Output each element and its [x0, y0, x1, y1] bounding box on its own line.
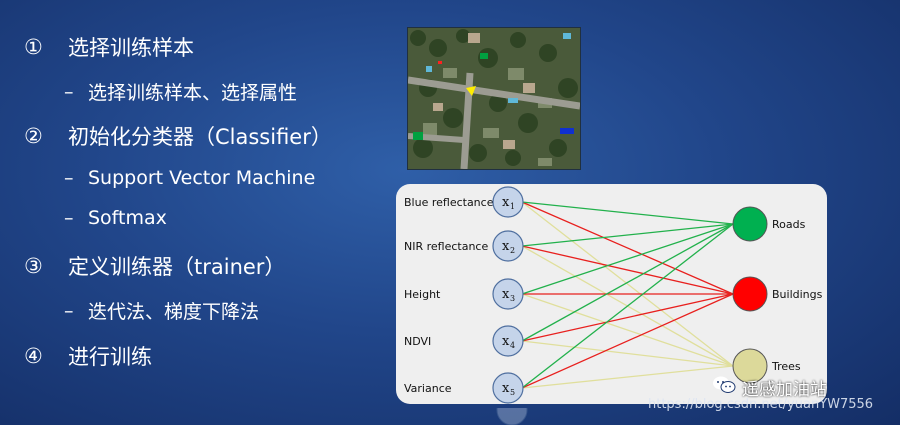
- edge-5-trees: [521, 365, 734, 389]
- output-node-roads: [732, 206, 768, 242]
- edge-4-buildings: [521, 293, 734, 342]
- aerial-image-graphic: [408, 28, 580, 169]
- edge-3-trees: [521, 293, 734, 367]
- step-number: ①: [24, 35, 43, 59]
- input-node: [492, 325, 524, 357]
- input-node: [492, 186, 524, 218]
- edge-2-buildings: [521, 245, 734, 295]
- detail-text: Support Vector Machine: [88, 167, 316, 189]
- dash: –: [64, 167, 74, 189]
- detail-text: 选择训练样本、选择属性: [88, 82, 298, 104]
- step-text: 进行训练: [68, 345, 152, 369]
- dash: –: [64, 207, 74, 229]
- step-3-detail: – 迭代法、梯度下降法: [64, 297, 259, 324]
- step-2: ② 初始化分类器（Classifier）: [24, 121, 332, 151]
- aerial-image: [407, 27, 581, 170]
- wechat-icon: [712, 375, 736, 400]
- step-2-detail-a: – Support Vector Machine: [64, 167, 315, 189]
- input-node-var: x: [502, 287, 510, 302]
- detail-text: Softmax: [88, 207, 167, 229]
- input-node: [492, 278, 524, 310]
- input-node-subscript: 5: [510, 388, 515, 397]
- output-node-trees: [732, 348, 768, 384]
- output-label: Roads: [772, 218, 806, 231]
- step-1: ① 选择训练样本: [24, 32, 194, 62]
- input-node-var: x: [502, 195, 510, 210]
- step-text: 选择训练样本: [68, 36, 194, 60]
- dash: –: [64, 80, 74, 103]
- step-text: 定义训练器（trainer）: [68, 255, 286, 279]
- output-label: Trees: [771, 360, 801, 373]
- input-node-subscript: 1: [510, 202, 515, 211]
- edge-5-buildings: [521, 293, 734, 389]
- edge-1-roads: [521, 201, 734, 225]
- input-label: NDVI: [404, 335, 431, 348]
- step-1-detail: – 选择训练样本、选择属性: [64, 78, 297, 105]
- input-node-subscript: 3: [510, 294, 515, 303]
- step-text: 初始化分类器（Classifier）: [68, 125, 332, 149]
- watermark-logo: 遥感加油站: [712, 375, 827, 400]
- edge-2-roads: [521, 223, 734, 247]
- input-label: Variance: [404, 382, 452, 395]
- detail-text: 迭代法、梯度下降法: [88, 301, 260, 323]
- edge-1-trees: [521, 201, 734, 367]
- watermark-logo-text: 遥感加油站: [742, 380, 827, 400]
- edges: [521, 201, 734, 389]
- input-node: [492, 230, 524, 262]
- edge-3-roads: [521, 223, 734, 295]
- edge-4-trees: [521, 340, 734, 367]
- step-number: ④: [24, 344, 43, 368]
- input-node-var: x: [502, 334, 510, 349]
- input-label: NIR reflectance: [404, 240, 488, 253]
- step-3: ③ 定义训练器（trainer）: [24, 251, 285, 281]
- input-node-subscript: 2: [510, 246, 515, 255]
- step-2-detail-b: – Softmax: [64, 207, 167, 229]
- output-node-buildings: [732, 276, 768, 312]
- input-node-var: x: [502, 239, 510, 254]
- dash: –: [64, 299, 74, 322]
- input-label: Blue reflectance: [404, 196, 494, 209]
- input-node: [492, 372, 524, 404]
- input-node-var: x: [502, 381, 510, 396]
- input-label: Height: [404, 288, 441, 301]
- node-reflection: [492, 408, 532, 425]
- step-4: ④ 进行训练: [24, 341, 152, 371]
- input-node-subscript: 4: [510, 341, 515, 350]
- edge-4-roads: [521, 223, 734, 342]
- edge-5-roads: [521, 223, 734, 389]
- output-label: Buildings: [772, 288, 823, 301]
- step-number: ③: [24, 254, 43, 278]
- watermark-url: https://blog.csdn.net/yuanYW7556: [648, 397, 874, 412]
- edge-1-buildings: [521, 201, 734, 295]
- step-number: ②: [24, 124, 43, 148]
